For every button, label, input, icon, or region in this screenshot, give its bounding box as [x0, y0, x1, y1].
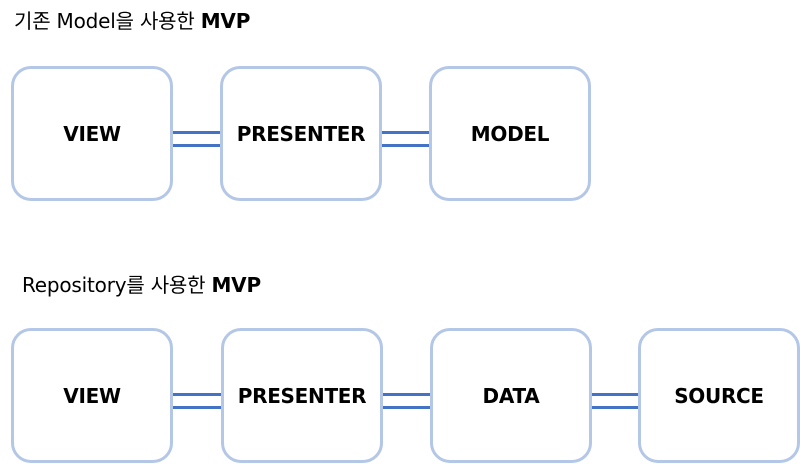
diagram2-title: Repository를 사용한 MVP [22, 273, 261, 297]
diagram2-presenter-label: PRESENTER [237, 383, 367, 408]
diagram1-view-box: VIEW [11, 66, 173, 201]
diagram2-view-label: VIEW [63, 383, 121, 408]
diagram2-title-text: Repository를 사용한 [22, 273, 212, 297]
diagram1-view-presenter-connector [173, 131, 221, 147]
diagram1-title: 기존 Model을 사용한 MVP [14, 9, 250, 33]
diagram2-view-presenter-connector [173, 393, 222, 409]
diagram2-source-box: SOURCE [638, 328, 800, 463]
diagram1-view-label: VIEW [63, 121, 121, 146]
diagram1-presenter-label: PRESENTER [236, 121, 366, 146]
diagram1-model-box: MODEL [429, 66, 591, 201]
diagram2-data-label: DATA [482, 383, 540, 408]
diagram2-data-source-connector [592, 393, 639, 409]
diagram2-title-bold: MVP [211, 273, 261, 297]
diagram1-title-text: 기존 Model을 사용한 [14, 9, 201, 33]
diagram2-data-box: DATA [430, 328, 592, 463]
diagram1-presenter-model-connector [382, 131, 430, 147]
diagram2-source-label: SOURCE [674, 383, 764, 408]
diagram1-model-label: MODEL [470, 121, 550, 146]
diagram2-presenter-box: PRESENTER [221, 328, 383, 463]
diagram1-presenter-box: PRESENTER [220, 66, 382, 201]
diagram2-presenter-data-connector [383, 393, 431, 409]
diagram2-view-box: VIEW [11, 328, 173, 463]
diagram1-title-bold: MVP [200, 9, 251, 33]
